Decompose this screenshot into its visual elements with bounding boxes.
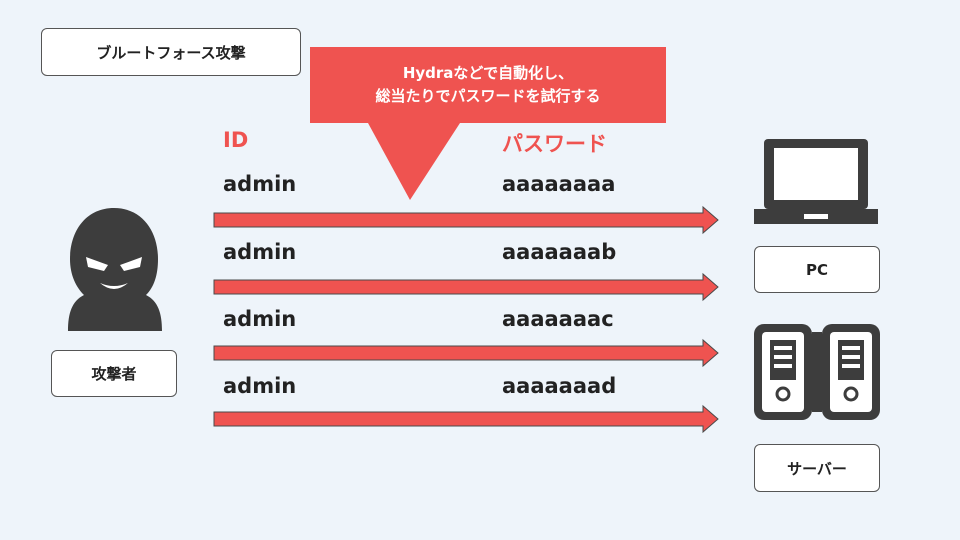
- callout-line-1: Hydraなどで自動化し、: [402, 64, 574, 82]
- attempt-password-2: aaaaaaab: [502, 240, 617, 264]
- arrow-1: [213, 205, 719, 235]
- attempt-id-3: admin: [223, 307, 297, 331]
- callout-line-2: 総当たりでパスワードを試行する: [375, 87, 601, 105]
- arrow-2: [213, 272, 719, 302]
- arrow-3: [213, 338, 719, 368]
- attacker-label-box: 攻撃者: [51, 350, 177, 397]
- server-label-box: サーバー: [754, 444, 880, 492]
- title-text: ブルートフォース攻撃: [96, 43, 246, 62]
- attacker-icon: [68, 208, 162, 331]
- attempt-id-4: admin: [223, 374, 297, 398]
- callout-text: Hydraなどで自動化し、 総当たりでパスワードを試行する: [310, 62, 666, 108]
- server-icon: [754, 324, 880, 420]
- title-box: ブルートフォース攻撃: [41, 28, 301, 76]
- server-label: サーバー: [787, 459, 847, 478]
- laptop-icon: [754, 139, 878, 224]
- attempt-password-1: aaaaaaaa: [502, 172, 616, 196]
- attacker-label: 攻撃者: [91, 365, 137, 383]
- attempt-id-2: admin: [223, 240, 297, 264]
- password-column-header: パスワード: [502, 132, 607, 156]
- pc-label: PC: [805, 260, 828, 279]
- id-column-header: ID: [223, 128, 249, 152]
- pc-label-box: PC: [754, 246, 880, 293]
- attempt-password-3: aaaaaaac: [502, 307, 614, 331]
- attempt-id-1: admin: [223, 172, 297, 196]
- attempt-password-4: aaaaaaad: [502, 374, 617, 398]
- arrow-4: [213, 404, 719, 434]
